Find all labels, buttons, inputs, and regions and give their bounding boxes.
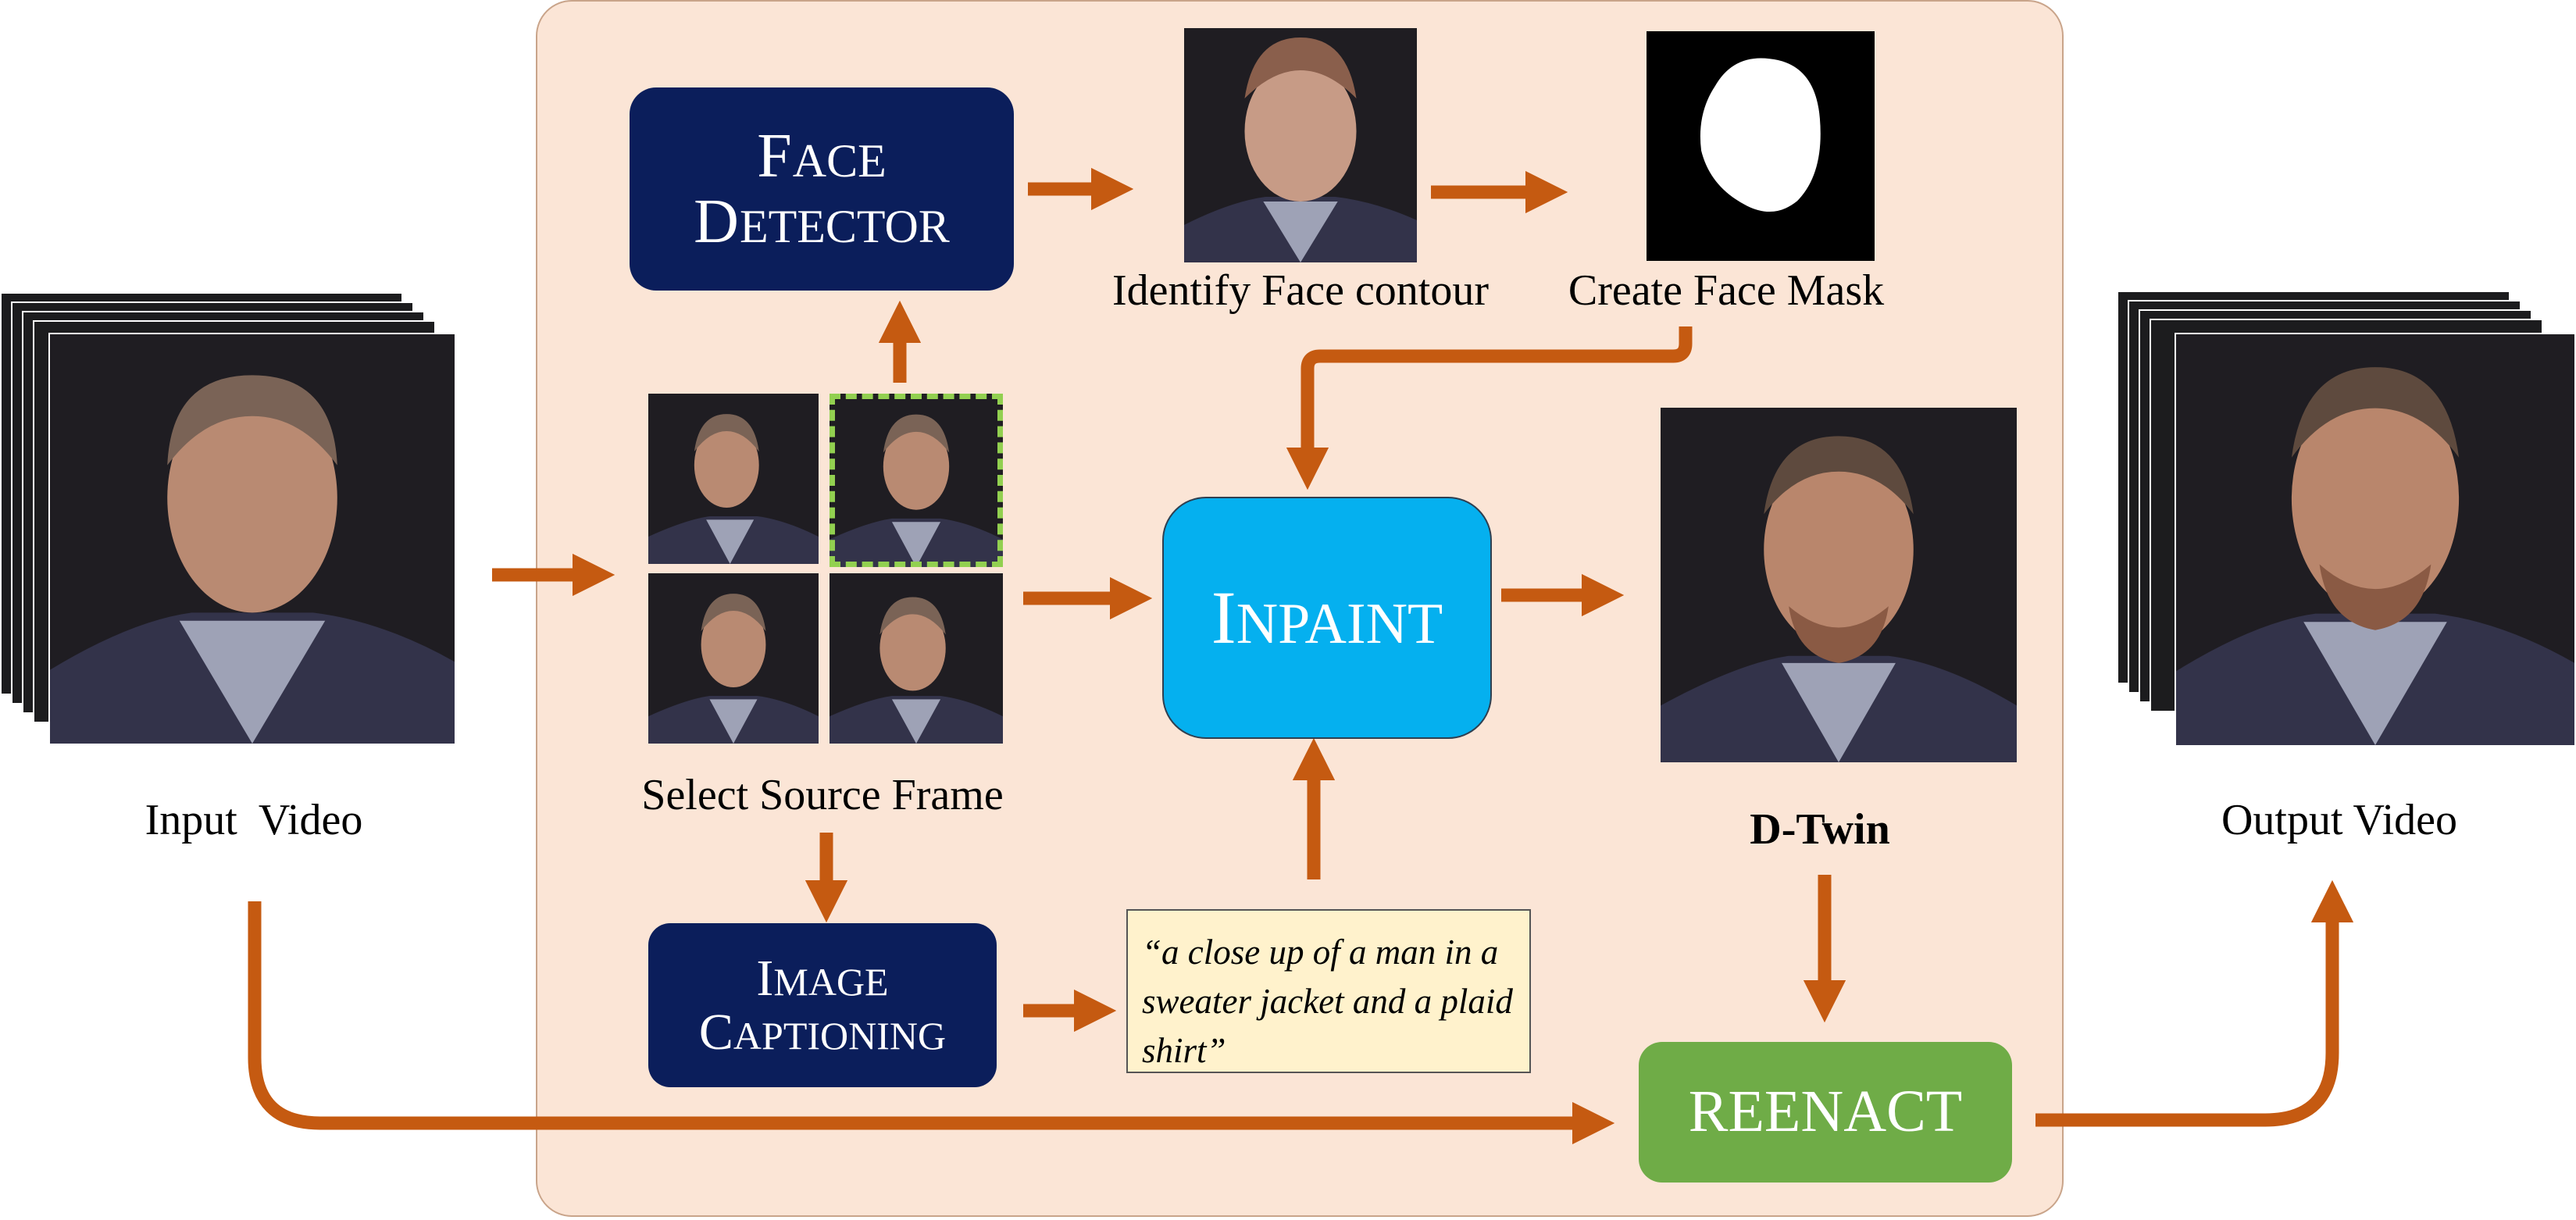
input-video-label: Input Video bbox=[144, 796, 363, 844]
d-twin-label: D-Twin bbox=[1750, 805, 1890, 854]
create-face-mask-label: Create Face Mask bbox=[1568, 266, 1885, 315]
arrow-mask-to-inpaint bbox=[1286, 326, 1693, 490]
d-twin-image bbox=[1661, 408, 2017, 762]
select-source-frame-label: Select Source Frame bbox=[641, 771, 1004, 819]
generated-caption: “a close up of a man in a sweater jacket… bbox=[1126, 909, 1531, 1073]
face-detector-box: FACE DETECTOR bbox=[630, 87, 1014, 291]
output-video-stack bbox=[2117, 291, 2576, 751]
face-mask-icon bbox=[1647, 31, 1875, 261]
input-video-frame bbox=[48, 333, 456, 745]
reenact-box: REENACT bbox=[1639, 1042, 2012, 1183]
arrow-reenact-to-output bbox=[2035, 879, 2354, 1127]
source-frame-selected bbox=[830, 394, 1003, 567]
source-frame-3 bbox=[648, 573, 819, 744]
inpaint-box: INPAINT bbox=[1162, 497, 1492, 739]
person-face-icon bbox=[2176, 334, 2574, 745]
selected-frame-border bbox=[830, 394, 1003, 567]
input-video-stack bbox=[0, 292, 458, 747]
person-face-icon bbox=[50, 334, 455, 744]
output-video-label: Output Video bbox=[2221, 796, 2458, 844]
arrow-input-to-reenact bbox=[248, 901, 1615, 1145]
image-captioning-box: IMAGE CAPTIONING bbox=[648, 923, 997, 1087]
source-frame-1 bbox=[648, 394, 819, 564]
source-frame-4 bbox=[830, 573, 1003, 744]
identify-face-contour-label: Identify Face contour bbox=[1111, 266, 1490, 315]
face-contour-image bbox=[1184, 28, 1417, 262]
output-video-frame bbox=[2175, 333, 2576, 747]
